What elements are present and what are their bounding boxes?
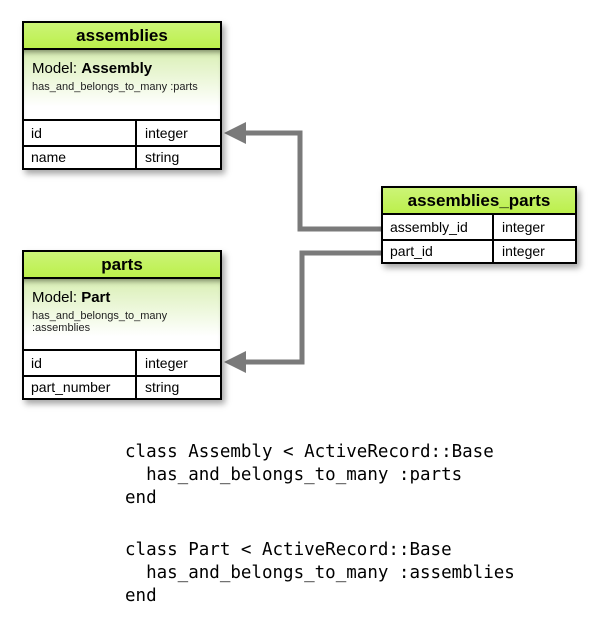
code-line: has_and_belongs_to_many :parts [125, 465, 463, 485]
table-parts-model-section: Model: Part has_and_belongs_to_many :ass… [24, 279, 220, 351]
table-row: name string [24, 144, 220, 168]
arrowhead-assemblies-icon [224, 122, 246, 144]
column-name: name [24, 146, 137, 168]
table-row: part_id integer [383, 238, 575, 262]
table-assemblies-title: assemblies [24, 23, 220, 50]
table-row: id integer [24, 121, 220, 145]
table-parts-rows: id integer part_number string [24, 351, 220, 398]
code-line: class Assembly < ActiveRecord::Base [125, 442, 494, 462]
arrowhead-parts-icon [224, 351, 246, 373]
code-line: has_and_belongs_to_many :assemblies [125, 563, 515, 583]
column-type: integer [145, 124, 188, 141]
arrow-line-assemblies [245, 130, 381, 232]
table-assemblies-parts-title: assemblies_parts [383, 188, 575, 215]
association-text: has_and_belongs_to_many :assemblies [32, 310, 168, 334]
column-type: string [145, 149, 180, 166]
table-row: id integer [24, 351, 220, 375]
column-type: integer [502, 243, 545, 260]
table-parts-title: parts [24, 252, 220, 279]
model-line: Model: Assembly [32, 60, 212, 77]
table-assemblies: assemblies Model: Assembly has_and_belon… [22, 21, 222, 170]
table-row: part_number string [24, 374, 220, 398]
arrow-line-parts [245, 250, 381, 365]
code-line: end [125, 586, 157, 606]
code-line: end [125, 488, 157, 508]
column-name: id [24, 351, 137, 375]
column-name: id [24, 121, 137, 145]
code-line: class Part < ActiveRecord::Base [125, 540, 452, 560]
code-block-part: class Part < ActiveRecord::Base has_and_… [125, 539, 515, 608]
table-assemblies-model-section: Model: Assembly has_and_belongs_to_many … [24, 50, 220, 121]
column-type: integer [145, 354, 188, 371]
table-assemblies-parts-rows: assembly_id integer part_id integer [383, 215, 575, 262]
model-label: Model: [32, 60, 78, 77]
code-block-assembly: class Assembly < ActiveRecord::Base has_… [125, 441, 494, 510]
model-line: Model: Part [32, 289, 212, 306]
model-label: Model: [32, 289, 78, 306]
column-type: string [145, 379, 180, 396]
table-assemblies-rows: id integer name string [24, 121, 220, 168]
table-parts: parts Model: Part has_and_belongs_to_man… [22, 250, 222, 400]
column-name: part_id [383, 240, 494, 262]
column-name: part_number [24, 376, 137, 398]
model-name: Part [81, 289, 111, 306]
model-name: Assembly [81, 60, 153, 77]
column-name: assembly_id [383, 215, 494, 239]
column-type: integer [502, 218, 545, 235]
table-row: assembly_id integer [383, 215, 575, 239]
table-assemblies-parts: assemblies_parts assembly_id integer par… [381, 186, 577, 264]
association-text: has_and_belongs_to_many :parts [32, 81, 198, 93]
